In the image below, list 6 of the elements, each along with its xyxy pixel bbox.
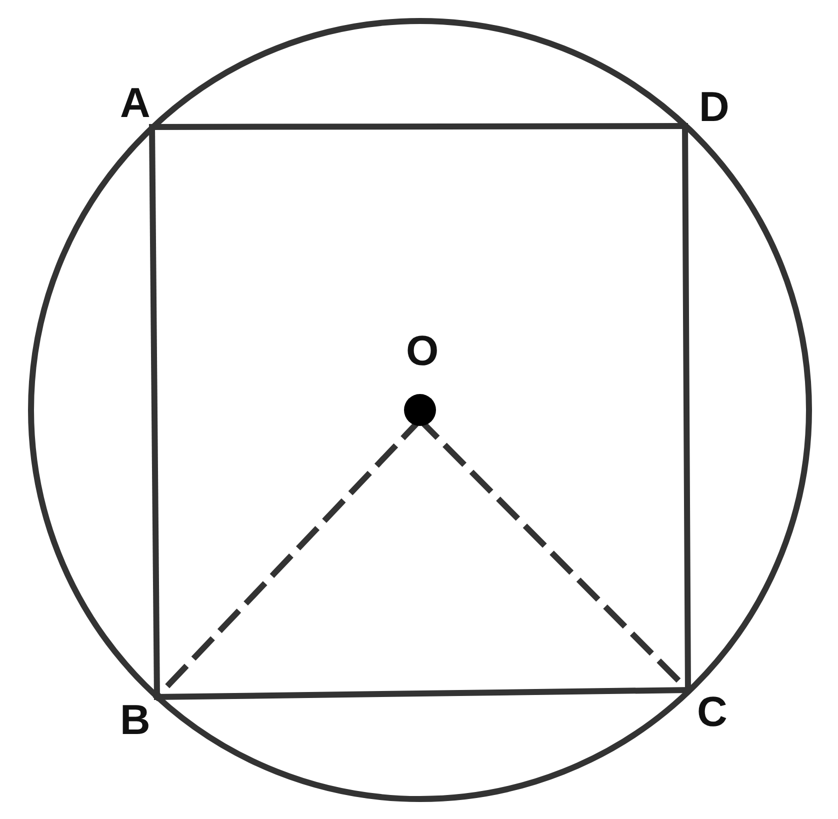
point-label: O	[406, 330, 439, 372]
point-label: B	[120, 699, 150, 741]
point-label: A	[120, 82, 150, 124]
line-segment	[149, 124, 160, 700]
point-label: C	[697, 691, 728, 733]
point-label: D	[699, 86, 730, 128]
